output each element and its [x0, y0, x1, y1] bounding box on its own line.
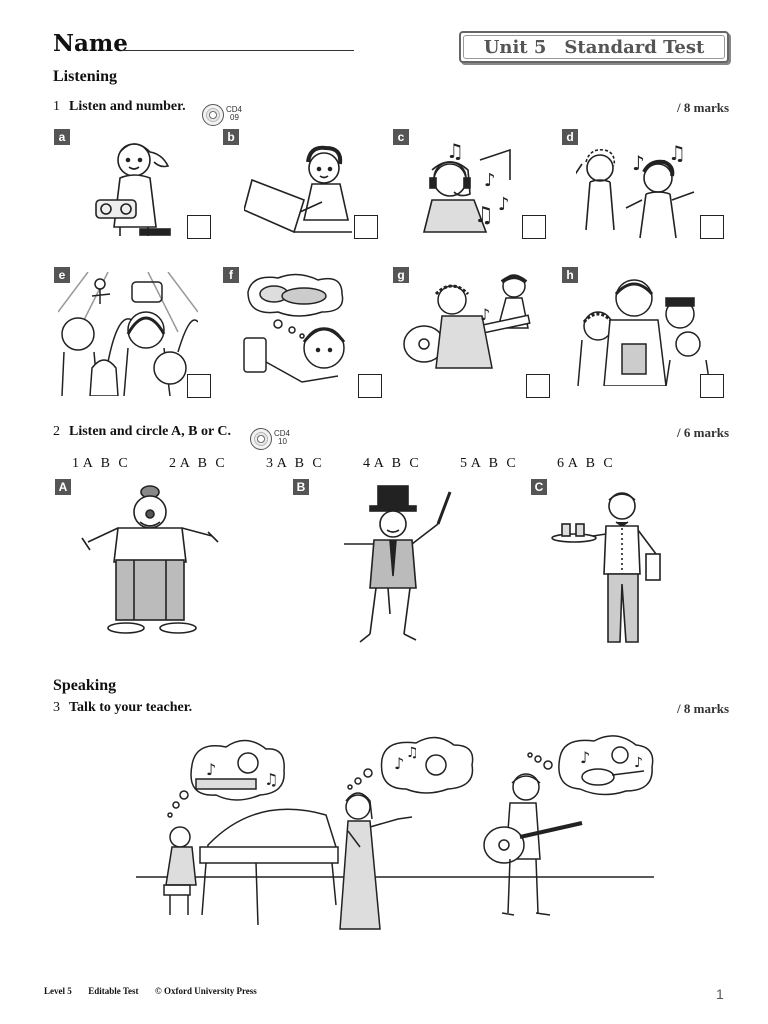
svg-text:♪: ♪: [206, 760, 216, 779]
svg-text:♪: ♪: [394, 754, 404, 773]
q2-option-2[interactable]: 2 A B C: [169, 456, 226, 471]
svg-text:♪: ♪: [498, 194, 510, 215]
q2-option-4[interactable]: 4 A B C: [363, 456, 420, 471]
q3-marks: / 8 marks: [677, 701, 729, 716]
footer-level: Level 5: [44, 986, 72, 996]
svg-text:♫: ♫: [406, 745, 419, 761]
q2-instruction-row: 2 Listen and circle A, B or C.: [53, 424, 231, 440]
picture-tag-A: A: [55, 479, 71, 495]
picture-g-kids-with-guitar: ♪: [403, 274, 531, 369]
speaking-title: Speaking: [53, 677, 117, 694]
svg-text:♪: ♪: [632, 151, 645, 175]
picture-tag-c: c: [393, 129, 409, 145]
answer-box-e[interactable]: [187, 374, 211, 398]
svg-text:♪: ♪: [484, 170, 496, 191]
answer-box-d[interactable]: [700, 215, 724, 239]
picture-tag-C: C: [531, 479, 547, 495]
picture-d-two-people-singing: ♪ ♫: [576, 141, 695, 239]
q2-cd-disc: CD4: [274, 429, 291, 438]
q1-cd-track: 09: [230, 113, 239, 122]
unit-title-box: Unit 5 Standard Test: [459, 31, 729, 63]
q1-cd-disc: CD4: [226, 105, 243, 114]
q1-instruction-row: 1 Listen and number.: [53, 99, 186, 115]
answer-box-b[interactable]: [354, 215, 378, 239]
answer-box-c[interactable]: [522, 215, 546, 239]
q3-number: 3: [53, 700, 60, 715]
unit-label: Unit 5: [483, 36, 547, 58]
footer-type: Editable Test: [88, 986, 139, 996]
picture-tag-b: b: [223, 129, 239, 145]
picture-c-girl-with-headphones: ♫ ♪ ♫ ♪: [422, 140, 511, 233]
picture-tag-e: e: [54, 267, 70, 283]
q2-cd-track: 10: [278, 437, 287, 446]
picture-C-waiter: [551, 492, 661, 643]
picture-h-people-with-popcorn: [577, 279, 711, 386]
picture-e-concert-crowd: [58, 272, 198, 396]
svg-text:♫: ♫: [668, 141, 686, 165]
picture-a-girl-with-radio: [95, 143, 171, 236]
picture-tag-f: f: [223, 267, 239, 283]
popcorn-icon: [621, 343, 647, 375]
test-label: Standard Test: [564, 36, 705, 58]
svg-text:♪: ♪: [480, 305, 490, 324]
listening-title: Listening: [53, 68, 118, 85]
page-number: 1: [716, 986, 724, 1002]
name-label: Name: [53, 30, 128, 57]
q2-option-1[interactable]: 1 A B C: [72, 456, 129, 471]
picture-f-boy-dreaming-with-music-player: [243, 273, 346, 383]
q2-instruction: Listen and circle A, B or C.: [69, 424, 232, 439]
svg-text:♫: ♫: [264, 770, 278, 789]
q2-option-5[interactable]: 5 A B C: [460, 456, 517, 471]
cd-icon: [250, 428, 272, 450]
answer-box-g[interactable]: [526, 374, 550, 398]
svg-text:♪: ♪: [580, 748, 590, 767]
music-note-icon: ♫: [446, 140, 464, 163]
name-write-line[interactable]: [122, 50, 354, 51]
picture-tag-h: h: [562, 267, 578, 283]
picture-tag-d: d: [562, 129, 578, 145]
q1-number: 1: [53, 99, 60, 114]
picture-B-magician: [344, 485, 452, 643]
answer-box-f[interactable]: [358, 374, 382, 398]
picture-A-clown: [81, 485, 219, 634]
answer-box-h[interactable]: [700, 374, 724, 398]
picture-tag-a: a: [54, 129, 70, 145]
q2-number: 2: [53, 424, 60, 439]
q1-instruction: Listen and number.: [69, 99, 186, 114]
q2-option-6[interactable]: 6 A B C: [557, 456, 614, 471]
svg-text:♫: ♫: [474, 203, 494, 228]
q1-cd-label: CD4 09: [226, 106, 242, 122]
answer-box-a[interactable]: [187, 215, 211, 239]
q2-cd-label: CD4 10: [274, 430, 290, 446]
cd-icon: [202, 104, 224, 126]
picture-tag-g: g: [393, 267, 409, 283]
q2-option-3[interactable]: 3 A B C: [266, 456, 323, 471]
q3-instruction-row: 3 Talk to your teacher.: [53, 700, 192, 716]
q2-answer-options: 1 A B C 2 A B C 3 A B C 4 A B C 5 A B C …: [72, 456, 672, 474]
q2-marks: / 6 marks: [677, 425, 729, 440]
footer-text: Level 5 Editable Test © Oxford Universit…: [44, 986, 257, 996]
svg-text:♪: ♪: [634, 755, 643, 771]
q1-marks: / 8 marks: [677, 100, 729, 115]
footer-copyright: © Oxford University Press: [155, 986, 257, 996]
picture-musicians-performing: ♪ ♫ ♪ ♫ ♪ ♪: [136, 735, 654, 930]
picture-b-boy-with-laptop: [244, 145, 352, 234]
q3-instruction: Talk to your teacher.: [69, 700, 193, 715]
picture-tag-B: B: [293, 479, 309, 495]
